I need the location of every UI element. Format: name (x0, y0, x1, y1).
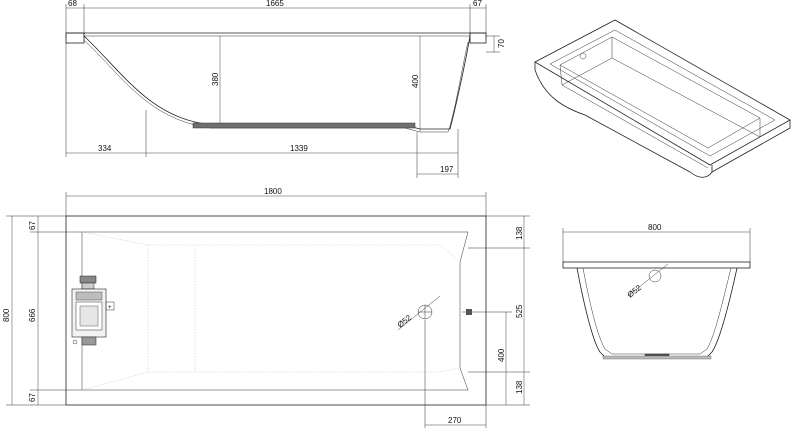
dim-total-length: 1800 (264, 187, 282, 196)
dim-total-width: 800 (2, 308, 11, 322)
end-drain-hole: Ø52 (626, 263, 669, 300)
dim-right-inner: 525 (515, 304, 524, 318)
inner-basin (81, 231, 469, 391)
dim-rim-top: 67 (28, 221, 37, 230)
side-view: 68 1665 67 380 400 70 334 1339 197 (65, 0, 506, 178)
end-view: 800 Ø52 (562, 223, 751, 360)
dim-rim-height: 70 (497, 39, 506, 48)
dim-end-width: 800 (648, 223, 662, 232)
dim-overflow-height: 400 (497, 348, 506, 362)
dim-drain-from-end: 270 (448, 416, 462, 425)
dim-drain-offset: 197 (440, 165, 454, 174)
dim-depth-total: 400 (411, 74, 420, 88)
dim-inner-length: 1665 (266, 0, 284, 8)
dim-bottom-length: 1339 (290, 144, 308, 153)
dim-inner-width: 666 (28, 308, 37, 322)
end-drain-diameter-label: Ø52 (626, 283, 644, 300)
top-view: 1800 + Ø52 (2, 187, 530, 428)
drain-diameter-label: Ø52 (396, 313, 414, 330)
dim-rim-left: 68 (68, 0, 77, 8)
outer-rim (65, 215, 487, 406)
dim-slope-run: 334 (98, 144, 112, 153)
plus-symbol: + (108, 305, 112, 311)
iso-drain-hole (579, 52, 587, 60)
dim-rim-bottom: 67 (28, 393, 37, 402)
drain-hole: Ø52 (396, 295, 441, 331)
isometric-view (534, 19, 791, 178)
waste-overflow-unit: + (71, 275, 115, 346)
dim-depth-inner: 380 (211, 72, 220, 86)
dim-right-rim-bottom: 138 (515, 380, 524, 394)
bottom-plate (192, 122, 416, 129)
dim-rim-right: 67 (473, 0, 482, 8)
dim-right-rim-top: 138 (515, 226, 524, 240)
